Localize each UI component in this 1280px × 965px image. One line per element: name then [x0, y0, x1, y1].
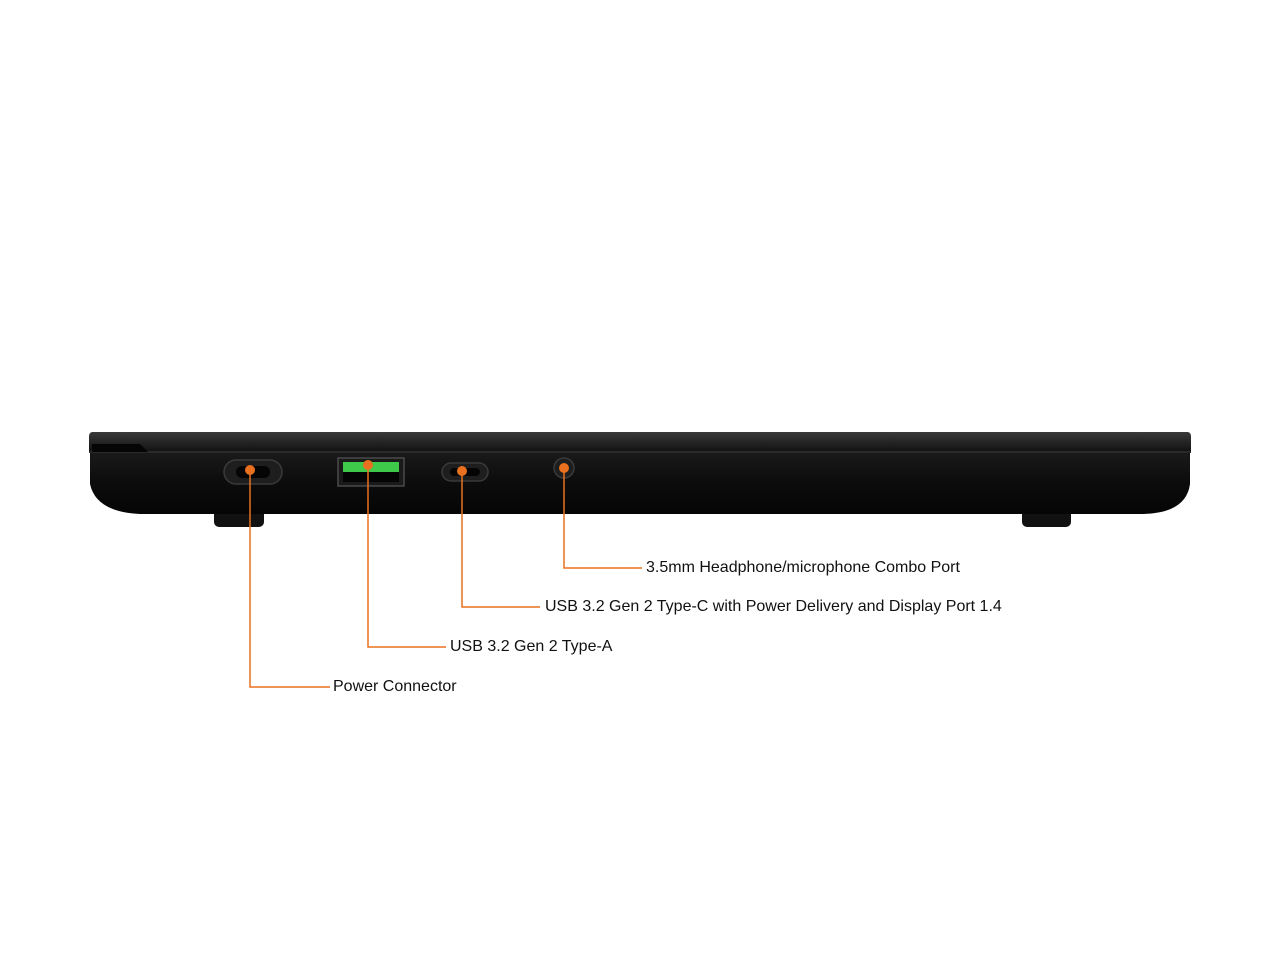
usb-a-leader: [367, 465, 446, 648]
usb-a-dot: [363, 460, 373, 470]
power-connector-label: Power Connector: [333, 678, 457, 695]
audio-jack-leader: [563, 468, 642, 569]
audio-jack-label: 3.5mm Headphone/microphone Combo Port: [646, 559, 960, 576]
usb-a-label: USB 3.2 Gen 2 Type-A: [450, 638, 613, 655]
laptop-lid: [89, 432, 1191, 452]
audio-jack-dot: [559, 463, 569, 473]
usb-c-leader: [461, 471, 540, 608]
power-connector-leader: [249, 470, 330, 688]
usb-c-dot: [457, 466, 467, 476]
usb-c-label: USB 3.2 Gen 2 Type-C with Power Delivery…: [545, 598, 1002, 615]
usb-a-cavity: [343, 472, 399, 482]
lid-notch: [92, 444, 148, 452]
power-connector-dot: [245, 465, 255, 475]
lid-seam: [89, 451, 1191, 453]
